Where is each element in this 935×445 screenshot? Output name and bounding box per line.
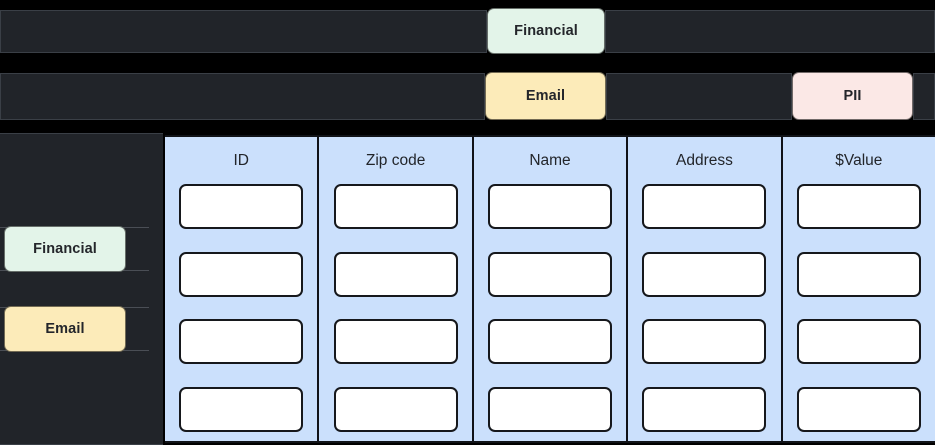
data-table: ID Zip code Name: [165, 135, 935, 443]
column-header[interactable]: Address: [675, 152, 733, 169]
tag-row-2-segment-middle: [606, 73, 792, 120]
column-cells: [783, 184, 935, 441]
tag-chip-pii-row2[interactable]: PII: [792, 72, 913, 120]
table-cell[interactable]: [333, 184, 458, 229]
table-cell[interactable]: [488, 386, 613, 432]
table-cell[interactable]: [642, 386, 767, 432]
column-cells: [474, 184, 626, 441]
tag-chip-financial-row1[interactable]: Financial: [487, 8, 605, 54]
table-cell[interactable]: [488, 319, 613, 365]
table-cell[interactable]: [642, 251, 767, 297]
tag-chip-label: Financial: [514, 23, 578, 39]
table-cell[interactable]: [796, 251, 921, 297]
table-cell[interactable]: [642, 319, 767, 365]
table-column-zip-code: Zip code: [319, 137, 474, 441]
column-header[interactable]: Name: [529, 152, 571, 169]
table-cell[interactable]: [796, 386, 921, 432]
sidebar-tag-chip-financial[interactable]: Financial: [4, 226, 126, 272]
tag-chip-label: PII: [843, 88, 862, 104]
sidebar-tag-chip-email[interactable]: Email: [4, 306, 126, 352]
column-cells: [319, 184, 471, 441]
tag-chip-label: Email: [525, 88, 566, 104]
sidebar-panel: Financial Email: [0, 133, 163, 445]
table-cell[interactable]: [488, 251, 613, 297]
column-header[interactable]: ID: [233, 152, 249, 169]
column-cells: [165, 184, 317, 441]
table-column-value: $Value: [782, 137, 935, 441]
table-column-id: ID: [165, 137, 320, 441]
table-cell[interactable]: [179, 319, 304, 365]
sidebar-tag-chip-label: Financial: [33, 241, 97, 257]
table-cell[interactable]: [179, 184, 304, 229]
table-cell[interactable]: [796, 319, 921, 365]
table-column-name: Name: [473, 137, 629, 441]
table-cell[interactable]: [488, 184, 613, 229]
column-header[interactable]: $Value: [835, 152, 883, 169]
table-cell[interactable]: [333, 319, 458, 365]
tag-chip-email-row2[interactable]: Email: [485, 72, 606, 120]
table-cell[interactable]: [333, 251, 458, 297]
table-column-address: Address: [628, 137, 783, 441]
table-cell[interactable]: [796, 184, 921, 229]
table-cell[interactable]: [642, 184, 767, 229]
tag-row-1-segment-left: [0, 10, 487, 53]
table-cell[interactable]: [179, 386, 304, 432]
tag-row-2-segment-right: [913, 73, 935, 120]
table-cell[interactable]: [333, 386, 458, 432]
tag-row-2-segment-left: [0, 73, 485, 120]
column-header[interactable]: Zip code: [365, 152, 426, 169]
tag-row-1-segment-right: [605, 10, 935, 53]
column-cells: [628, 184, 780, 441]
sidebar-tag-chip-label: Email: [45, 321, 85, 337]
table-cell[interactable]: [179, 251, 304, 297]
